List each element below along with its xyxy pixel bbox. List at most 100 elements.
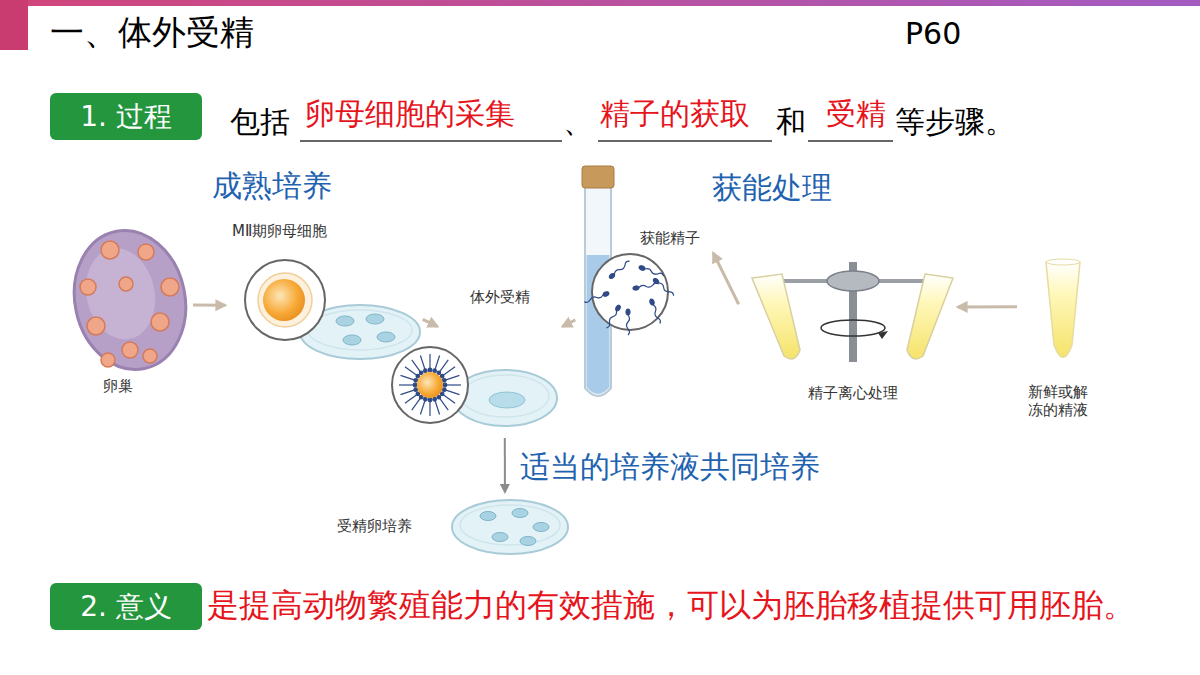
sentence-text: 等步骤。: [895, 104, 1015, 140]
answer-text: 卵母细胞的采集: [305, 96, 515, 132]
sperm-tail: [405, 367, 417, 376]
figure-label: MⅡ期卵母细胞: [232, 222, 327, 240]
oocyte-dish-drawing: [263, 279, 305, 321]
oocyte-dish-drawing: [258, 273, 312, 327]
oocyte-dish-drawing: [245, 260, 325, 340]
fertilization-dish-drawing: [399, 354, 461, 416]
fertilization-dish-drawing: [392, 347, 557, 426]
sperm: [627, 315, 630, 335]
ovary-drawing: [151, 313, 169, 331]
ovary-drawing: [101, 353, 115, 367]
centrifuge-drawing: [878, 331, 888, 339]
semen-tube-figure: 新鲜或解冻的精液: [1020, 255, 1110, 433]
sperm-head: [442, 388, 446, 392]
test-tube-drawing: [582, 166, 675, 396]
flow-arrow: [563, 320, 576, 326]
centrifuge-drawing: [827, 271, 879, 291]
figure-label: 受精卵培养: [337, 517, 412, 535]
ovary-drawing: [78, 242, 164, 346]
fertilization-dish-drawing: [461, 375, 549, 417]
sperm-head: [433, 369, 437, 373]
answer-text: 精子的获取: [600, 96, 750, 132]
ovary-drawing: [119, 277, 133, 291]
tag-label: 2. 意义: [80, 590, 172, 624]
sperm-head: [437, 395, 441, 399]
sperm: [605, 304, 621, 329]
figure-label: 新鲜或解冻的精液: [1028, 383, 1094, 419]
culture-dish-drawing: [520, 537, 536, 546]
oocyte-dish-drawing: [343, 335, 361, 345]
centrifuge-drawing: [752, 274, 800, 359]
ovary-drawing: [87, 317, 105, 335]
sperm-head: [416, 392, 420, 396]
sperm: [602, 291, 609, 297]
flow-arrow: [958, 305, 1017, 308]
top-bar: [0, 0, 1200, 6]
connectors: [193, 253, 1017, 492]
blank-underline: [300, 140, 893, 142]
sperm-head: [428, 398, 432, 402]
sperm-tail: [445, 375, 459, 380]
sperm-head: [440, 392, 444, 396]
sperm: [605, 310, 618, 329]
ovary-drawing: [62, 220, 199, 380]
sperm: [652, 278, 674, 298]
figure-label: 获能精子: [640, 229, 700, 247]
sperm-tail: [429, 354, 430, 369]
centrifuge-figure: 精子离心处理: [740, 250, 955, 410]
top-bar: [0, 0, 28, 50]
sperm-tail: [446, 384, 461, 385]
sperm: [584, 291, 610, 304]
sperm: [626, 309, 630, 315]
ovary-drawing: [138, 244, 154, 260]
culture-dish-drawing: [512, 509, 528, 518]
oocyte-dish-drawing: [366, 314, 384, 324]
flow-arrow: [504, 438, 506, 492]
sperm-tail: [445, 390, 459, 395]
ovary-drawing: [80, 279, 96, 295]
arrow-label: 适当的培养液共同培养: [520, 449, 820, 485]
culture-dish-drawing: [492, 533, 508, 542]
sperm-head: [416, 374, 420, 378]
ovary-drawing: [80, 241, 179, 367]
semen-tube-drawing: [1046, 259, 1080, 358]
sperm-tail: [435, 400, 440, 414]
sperm-tail: [412, 398, 421, 410]
oocyte-figure: MⅡ期卵母细胞: [228, 220, 420, 362]
fertilization-dish-drawing: [392, 347, 468, 423]
sperm-head: [433, 397, 437, 401]
sperm-tail: [401, 390, 415, 395]
sperm: [649, 298, 662, 324]
flow-arrow: [423, 319, 438, 326]
sperm-head: [443, 383, 447, 387]
blank-underline: [598, 140, 772, 142]
fertilization-dish-drawing: [489, 392, 525, 408]
culture-dish-drawing: [452, 500, 568, 554]
semen-tube-drawing: [1046, 262, 1080, 358]
ovary-figure: 卵巢: [72, 232, 190, 402]
tag-label: 1. 过程: [80, 100, 172, 134]
oocyte-dish-drawing: [245, 260, 420, 359]
sperm: [626, 309, 630, 335]
sentence-text: 、: [563, 104, 593, 140]
sperm: [584, 294, 604, 304]
ovary-drawing: [143, 349, 157, 363]
sperm: [608, 260, 630, 280]
flow-arrow: [193, 304, 225, 307]
slide-title: 一、体外受精: [50, 12, 254, 53]
sentence-text: 包括: [230, 104, 290, 140]
culture-dish-drawing: [452, 500, 568, 554]
oocyte-dish-drawing: [377, 332, 395, 342]
flow-arrow: [713, 253, 738, 304]
sperm: [633, 286, 640, 291]
step-heading: 成熟培养: [212, 168, 332, 204]
ovary-drawing: [101, 241, 119, 259]
sperm-head: [437, 371, 441, 375]
step-heading: 获能处理: [712, 170, 832, 206]
section-tag: 2. 意义: [50, 583, 202, 630]
culture-dish-figure: 受精卵培养: [335, 495, 572, 555]
section-tag: 1. 过程: [50, 93, 202, 140]
sperm: [638, 265, 664, 278]
figure-label: 体外受精: [470, 288, 530, 306]
sperm: [613, 260, 630, 275]
